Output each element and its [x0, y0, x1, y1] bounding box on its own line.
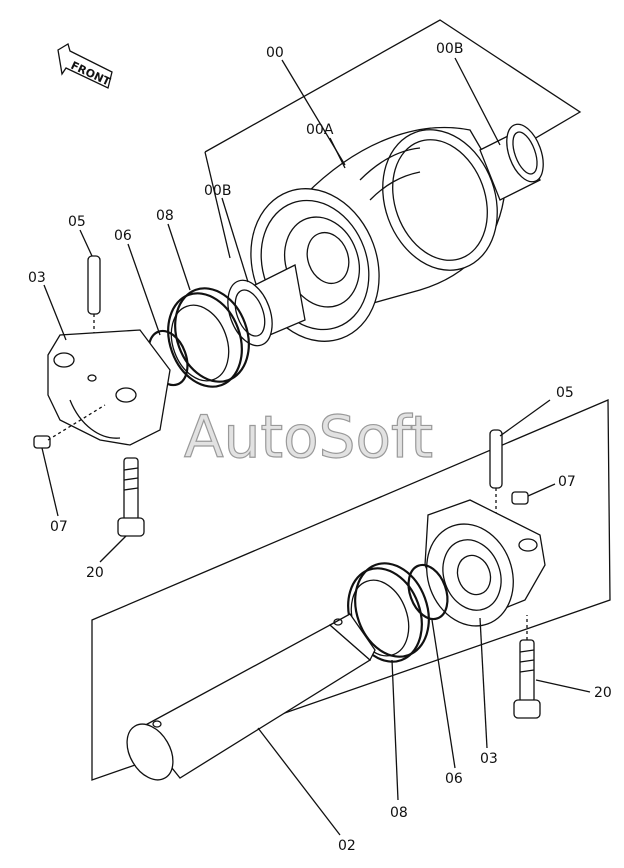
bushing-left — [227, 264, 306, 347]
label-07-left: 07 — [50, 519, 68, 535]
label-08-right: 08 — [390, 805, 408, 821]
label-06-left: 06 — [114, 228, 132, 244]
set-screw-left — [33, 404, 106, 449]
label-20-right: 20 — [594, 685, 612, 701]
label-05-left: 05 — [68, 214, 86, 230]
label-00B-top: 00B — [436, 41, 463, 57]
label-03-right: 03 — [480, 751, 498, 767]
label-06-right: 06 — [445, 771, 463, 787]
watermark: AutoSoft — [184, 403, 433, 471]
label-03-left: 03 — [28, 270, 46, 286]
front-arrow-icon: FRONT — [57, 43, 113, 89]
label-07-right: 07 — [558, 474, 576, 490]
o-ring-right — [407, 563, 449, 621]
bracket-left — [47, 329, 171, 446]
label-20-left: 20 — [86, 565, 104, 581]
shaft — [126, 613, 376, 781]
shaft-group-outline — [91, 399, 611, 781]
label-08-left: 08 — [156, 208, 174, 224]
bushing-right — [479, 123, 544, 201]
front-label: FRONT — [69, 59, 113, 89]
bolt-right — [513, 615, 541, 719]
label-05-right: 05 — [556, 385, 574, 401]
bolt-left — [117, 457, 145, 537]
label-00: 00 — [266, 45, 284, 61]
set-screw-right — [511, 491, 529, 505]
label-00B-left: 00B — [204, 183, 231, 199]
label-02: 02 — [338, 838, 356, 854]
label-00A: 00A — [306, 122, 334, 138]
seal-left — [167, 287, 250, 388]
leader-lines — [41, 57, 591, 836]
pin-right — [489, 429, 503, 520]
